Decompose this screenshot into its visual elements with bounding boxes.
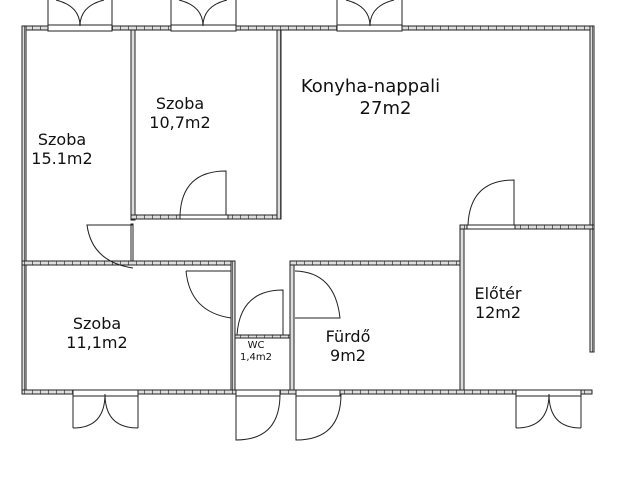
room-label-szoba-1: Szoba 15.1m2 (28, 130, 96, 168)
room-area: 1,4m2 (239, 352, 272, 363)
room-area: 15.1m2 (31, 149, 93, 169)
room-area: 10,7m2 (149, 113, 211, 133)
room-area: 11,1m2 (66, 333, 128, 353)
room-label-furdo: Fürdő 9m2 (318, 327, 378, 365)
room-name: Szoba (72, 314, 122, 333)
door-swings (47, 0, 582, 441)
room-area: 27m2 (359, 97, 412, 119)
room-name: Szoba (155, 94, 205, 113)
room-name: Konyha-nappali (300, 76, 441, 97)
room-label-wc: WC 1,4m2 (236, 340, 276, 364)
room-name: Előtér (474, 284, 522, 303)
room-label-eloter: Előtér 12m2 (468, 284, 528, 322)
room-name: WC (247, 340, 265, 351)
room-name: Szoba (37, 130, 87, 149)
room-label-szoba-3: Szoba 11,1m2 (62, 314, 132, 352)
windows-top (47, 24, 582, 397)
room-label-konyha-nappali: Konyha-nappali 27m2 (278, 76, 463, 119)
room-label-szoba-2: Szoba 10,7m2 (140, 94, 220, 132)
room-area: 12m2 (474, 303, 522, 323)
room-name: Fürdő (325, 327, 371, 346)
room-area: 9m2 (330, 346, 366, 366)
